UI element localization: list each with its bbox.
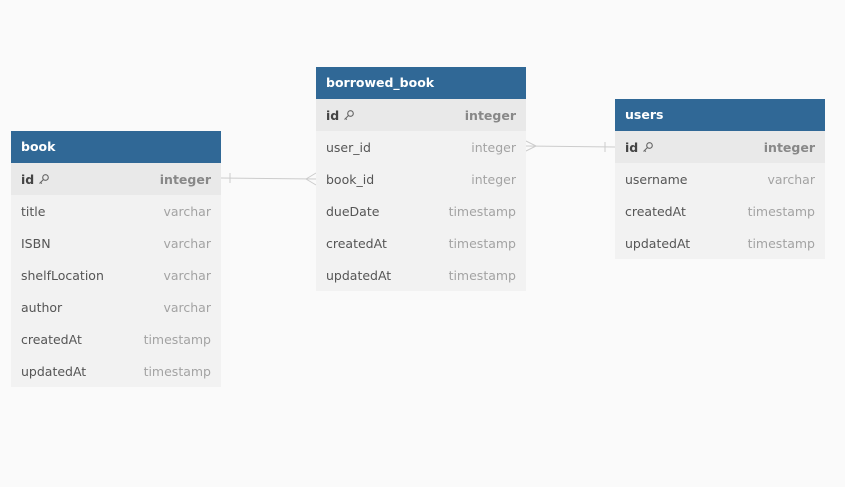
field-name: username xyxy=(625,171,688,187)
table-header-book[interactable]: book xyxy=(11,131,221,163)
table-book[interactable]: book id integer title varchar ISBN varch… xyxy=(11,131,221,387)
relationship-book-borrowed-book[interactable] xyxy=(220,172,317,186)
field-name: createdAt xyxy=(326,235,387,251)
key-icon xyxy=(38,173,50,185)
field-name: book_id xyxy=(326,171,375,187)
field-row-createdat[interactable]: createdAt timestamp xyxy=(11,323,221,355)
field-row-user-id[interactable]: user_id integer xyxy=(316,131,526,163)
table-header-users[interactable]: users xyxy=(615,99,825,131)
field-row-updatedat[interactable]: updatedAt timestamp xyxy=(11,355,221,387)
field-row-shelflocation[interactable]: shelfLocation varchar xyxy=(11,259,221,291)
field-type: timestamp xyxy=(143,331,211,347)
field-type: timestamp xyxy=(448,235,516,251)
field-name: ISBN xyxy=(21,235,51,251)
field-row-createdat[interactable]: createdAt timestamp xyxy=(615,195,825,227)
table-users[interactable]: users id integer username varchar create… xyxy=(615,99,825,259)
field-row-author[interactable]: author varchar xyxy=(11,291,221,323)
field-type: timestamp xyxy=(143,363,211,379)
field-name: updatedAt xyxy=(326,267,392,283)
field-type: timestamp xyxy=(448,267,516,283)
field-type: varchar xyxy=(163,235,211,251)
field-type: integer xyxy=(471,139,516,155)
crowfoot-marker xyxy=(525,145,537,152)
field-name: createdAt xyxy=(625,203,686,219)
field-name: id xyxy=(326,107,340,123)
field-name: user_id xyxy=(326,139,371,155)
field-name: id xyxy=(625,139,639,155)
field-name: id xyxy=(21,171,35,187)
field-row-id[interactable]: id integer xyxy=(316,99,526,131)
crowfoot-marker xyxy=(305,178,317,186)
field-type: integer xyxy=(763,139,815,155)
field-type: timestamp xyxy=(747,235,815,251)
field-row-book-id[interactable]: book_id integer xyxy=(316,163,526,195)
field-name: createdAt xyxy=(21,331,82,347)
field-name: shelfLocation xyxy=(21,267,104,283)
table-header-borrowed-book[interactable]: borrowed_book xyxy=(316,67,526,99)
field-name: dueDate xyxy=(326,203,380,219)
field-name: updatedAt xyxy=(625,235,691,251)
field-type: integer xyxy=(464,107,516,123)
relationship-borrowed-book-users[interactable] xyxy=(525,140,616,152)
crowfoot-marker xyxy=(525,140,537,147)
field-row-isbn[interactable]: ISBN varchar xyxy=(11,227,221,259)
field-type: varchar xyxy=(767,171,815,187)
table-borrowed-book[interactable]: borrowed_book id integer user_id integer… xyxy=(316,67,526,291)
field-row-duedate[interactable]: dueDate timestamp xyxy=(316,195,526,227)
field-type: timestamp xyxy=(448,203,516,219)
field-row-title[interactable]: title varchar xyxy=(11,195,221,227)
field-row-username[interactable]: username varchar xyxy=(615,163,825,195)
field-type: integer xyxy=(471,171,516,187)
field-row-updatedat[interactable]: updatedAt timestamp xyxy=(316,259,526,291)
field-row-id[interactable]: id integer xyxy=(615,131,825,163)
field-type: varchar xyxy=(163,299,211,315)
field-name: updatedAt xyxy=(21,363,87,379)
field-name: author xyxy=(21,299,63,315)
field-type: varchar xyxy=(163,267,211,283)
field-row-createdat[interactable]: createdAt timestamp xyxy=(316,227,526,259)
key-icon xyxy=(343,109,355,121)
field-type: timestamp xyxy=(747,203,815,219)
field-row-updatedat[interactable]: updatedAt timestamp xyxy=(615,227,825,259)
field-type: integer xyxy=(159,171,211,187)
key-icon xyxy=(642,141,654,153)
field-name: title xyxy=(21,203,46,219)
field-row-id[interactable]: id integer xyxy=(11,163,221,195)
crowfoot-marker xyxy=(305,172,317,180)
field-type: varchar xyxy=(163,203,211,219)
